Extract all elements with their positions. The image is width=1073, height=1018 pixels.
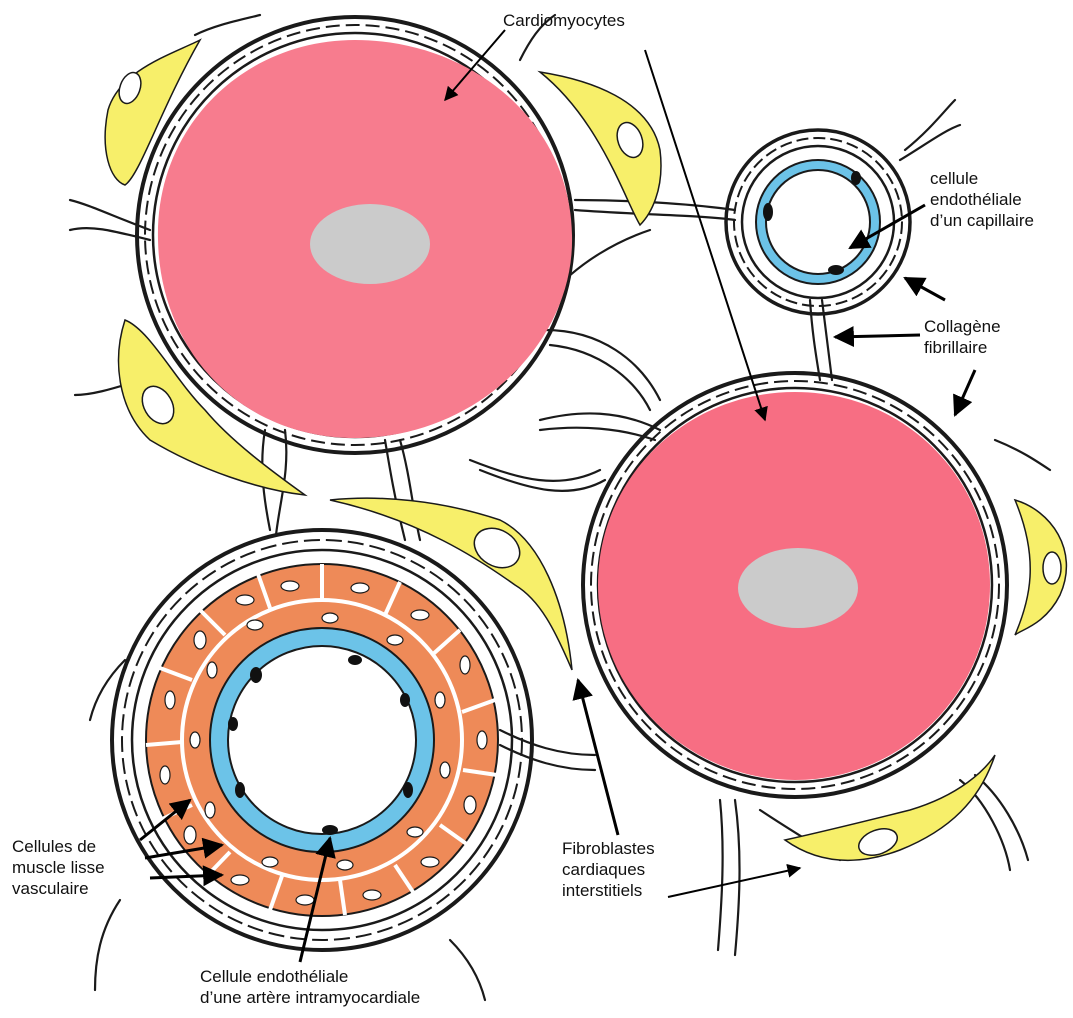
label-collagen: Collagène fibrillaire: [924, 316, 1001, 358]
arrow-fibroblast-2: [668, 868, 800, 897]
capillary: [726, 130, 910, 314]
label-fibroblasts: Fibroblastes cardiaques interstitiels: [562, 838, 655, 901]
label-smooth-muscle: Cellules de muscle lisse vasculaire: [12, 836, 105, 899]
arrow-collagen-3: [955, 370, 975, 415]
arrow-cardiomyocyte-2: [645, 50, 765, 420]
label-capillary-endothelial: cellule endothéliale d’un capillaire: [930, 168, 1034, 231]
intramyocardial-artery: [112, 530, 532, 950]
cardiomyocyte-top-left: [137, 17, 573, 453]
nucleus: [738, 548, 858, 628]
label-cardiomyocytes: Cardiomyocytes: [503, 10, 625, 31]
label-arterial-endothelial: Cellule endothéliale d’une artère intram…: [200, 966, 420, 1008]
arrow-fibroblast-1: [578, 680, 618, 835]
arrow-collagen-2: [835, 335, 920, 337]
arrow-collagen-1: [905, 278, 945, 300]
nucleus: [310, 204, 430, 284]
